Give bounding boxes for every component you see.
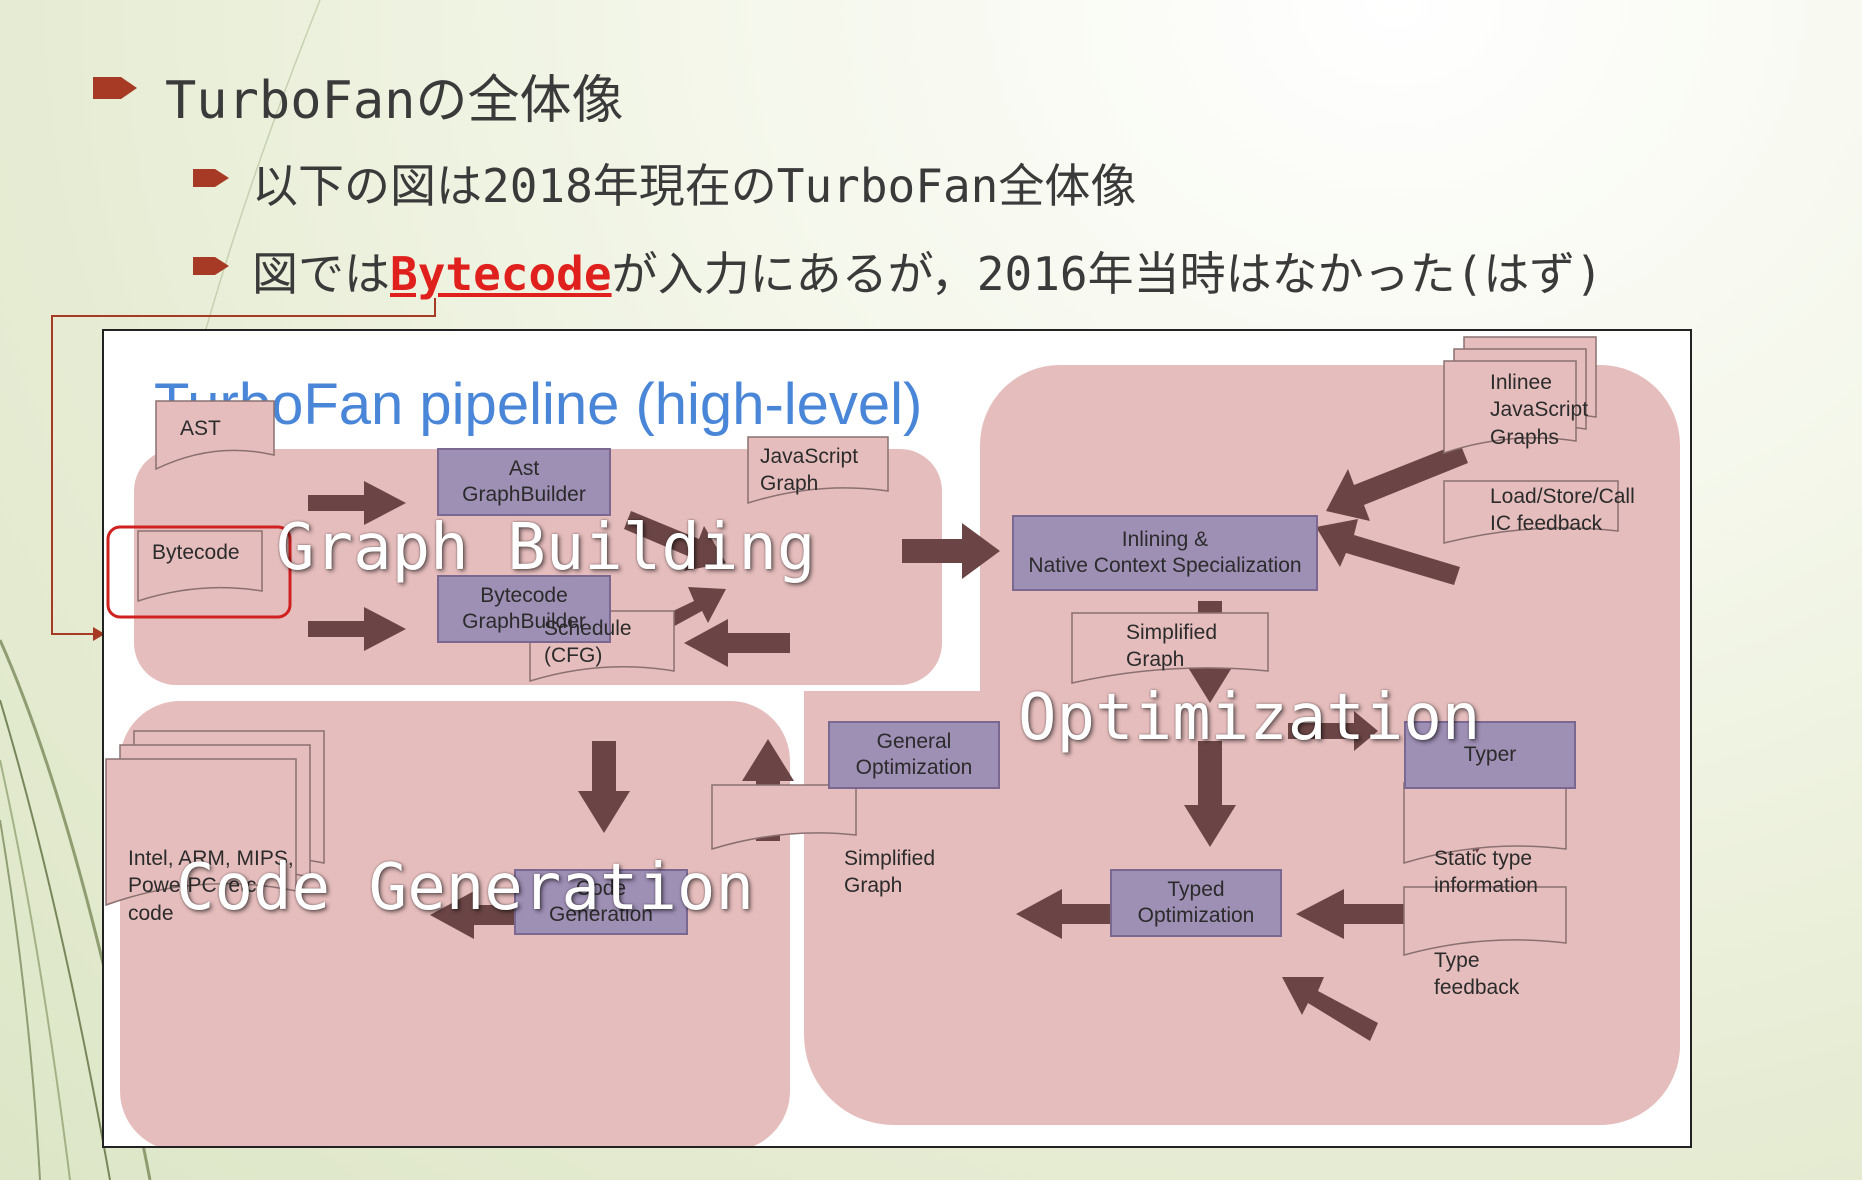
static-type-info-doc: Static type information bbox=[1434, 847, 1538, 898]
general-optimization-node: General Optimization bbox=[828, 721, 1000, 789]
inlining-node: Inlining & Native Context Specialization bbox=[1012, 515, 1318, 591]
optimization-label: Optimization bbox=[1018, 681, 1481, 755]
machine-code-doc: Intel, ARM, MIPS, PowerPC, etc. code bbox=[128, 847, 294, 925]
bytecode-doc: Bytecode bbox=[152, 541, 240, 564]
diagram-title: TurboFan pipeline (high-level) bbox=[154, 372, 923, 437]
type-feedback-doc: Type feedback bbox=[1434, 949, 1520, 1000]
bullet-marker-1 bbox=[93, 75, 137, 105]
simplified-graph-bottom-doc: Simplified Graph bbox=[844, 847, 936, 898]
ast-doc: AST bbox=[180, 417, 221, 440]
schedule-doc: Schedule (CFG) bbox=[544, 617, 632, 668]
bytecode-highlight: Bytecode bbox=[390, 247, 612, 301]
pipeline-diagram: TurboFan pipeline (high-level) bbox=[102, 329, 1692, 1148]
diagram-arrows bbox=[105, 336, 1619, 1041]
bullet-marker-2 bbox=[193, 167, 229, 193]
javascript-graph-doc: JavaScript Graph bbox=[760, 445, 859, 496]
inlinee-graphs-doc: Inlinee JavaScript Graphs bbox=[1490, 371, 1589, 449]
code-generation-node: Code Generation bbox=[514, 869, 688, 935]
bullet-marker-3 bbox=[193, 255, 229, 281]
ic-feedback-doc: Load/Store/Call IC feedback bbox=[1490, 485, 1635, 536]
ast-graphbuilder-node: Ast GraphBuilder bbox=[437, 448, 611, 516]
typer-node: Typer bbox=[1404, 721, 1576, 789]
graph-building-label: Graph Building bbox=[276, 511, 816, 585]
bullet-3-post: が入力にあるが，2016年当時はなかった(はず) bbox=[611, 247, 1603, 301]
typed-optimization-node: Typed Optimization bbox=[1110, 869, 1282, 937]
bullet-2-text: 以下の図は2018年現在のTurboFan全体像 bbox=[252, 159, 1137, 213]
code-generation-label: Code Generation bbox=[176, 851, 754, 925]
simplified-graph-top-doc: Simplified Graph bbox=[1126, 621, 1218, 672]
bullet-3-pre: 図では bbox=[252, 247, 390, 301]
bytecode-graphbuilder-node: Bytecode GraphBuilder bbox=[437, 575, 611, 643]
bullet-1-text: TurboFanの全体像 bbox=[165, 71, 624, 131]
bullet-3-text: 図ではBytecodeが入力にあるが，2016年当時はなかった(はず) bbox=[252, 238, 1603, 304]
